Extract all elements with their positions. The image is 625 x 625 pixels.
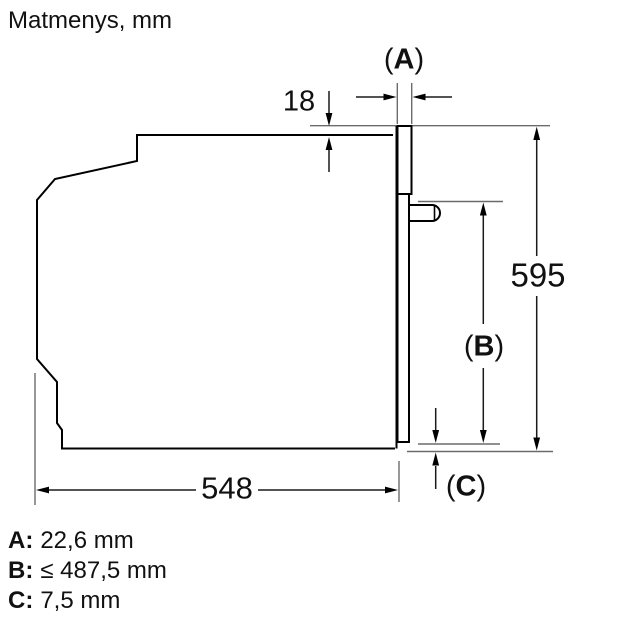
dim-b-paren-open: ( xyxy=(463,330,474,363)
dim-a-paren-close: ) xyxy=(414,43,425,76)
oven-body-outline xyxy=(36,134,395,450)
legend-value-a: 22,6 mm xyxy=(40,527,134,554)
legend-row-b: B:≤ 487,5 mm xyxy=(8,556,167,586)
dim-548-label: 548 xyxy=(198,472,256,504)
page-title: Matmenys, mm xyxy=(8,7,173,34)
dim-18-label: 18 xyxy=(279,87,319,117)
dim-b-label: (B) xyxy=(460,330,508,363)
dim-595-label: 595 xyxy=(507,258,569,292)
dim-18-lower-arrowhead xyxy=(325,137,333,150)
legend-value-c: 7,5 mm xyxy=(40,587,121,614)
dim-a-right-arrowhead xyxy=(412,93,426,101)
dim-18-upper-arrowhead xyxy=(325,113,333,126)
dim-548-right-arrowhead xyxy=(385,486,398,494)
legend-key-c: C: xyxy=(8,587,34,614)
dim-548-left-arrowhead xyxy=(36,486,49,494)
dim-c-lower-arrowhead xyxy=(432,452,440,466)
legend-value-b: ≤ 487,5 mm xyxy=(40,557,167,584)
dim-c-label: (C) xyxy=(442,470,490,503)
dim-595-upper-arrowhead xyxy=(533,126,541,140)
dim-595-lower-arrowhead xyxy=(533,437,541,451)
dim-c-upper-arrowhead xyxy=(432,430,440,443)
dim-a-label: (A) xyxy=(380,43,428,76)
legend-row-a: A:22,6 mm xyxy=(8,526,167,556)
dim-b-lower-arrowhead xyxy=(479,430,487,443)
legend-key-b: B: xyxy=(8,557,34,584)
door-lower-panel xyxy=(396,193,410,443)
legend-row-c: C:7,5 mm xyxy=(8,586,167,616)
door-upper-panel xyxy=(396,125,413,195)
dim-b-letter: B xyxy=(473,330,495,363)
dim-a-left-arrowhead xyxy=(383,93,397,101)
dim-b-paren-close: ) xyxy=(494,330,505,363)
dim-c-letter: C xyxy=(455,470,477,503)
legend-key-a: A: xyxy=(8,527,34,554)
legend: A:22,6 mm B:≤ 487,5 mm C:7,5 mm xyxy=(8,526,167,616)
dim-a-letter: A xyxy=(393,43,415,76)
dim-b-upper-arrowhead xyxy=(479,202,487,216)
dim-c-paren-close: ) xyxy=(476,470,487,503)
dim-c-paren-open: ( xyxy=(445,470,456,503)
door-handle xyxy=(408,204,442,222)
dim-a-paren-open: ( xyxy=(383,43,394,76)
